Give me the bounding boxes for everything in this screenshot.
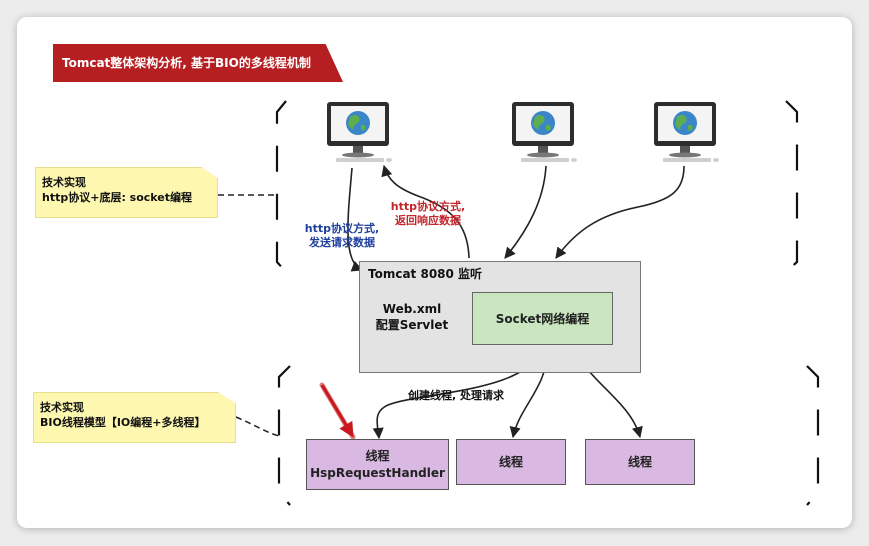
title-banner: Tomcat整体架构分析, 基于BIO的多线程机制 xyxy=(53,44,343,82)
response-label-line2: 返回响应数据 xyxy=(395,214,461,227)
webxml-label-line1: Web.xml xyxy=(382,302,442,316)
request-label-line2: 发送请求数据 xyxy=(309,236,375,249)
note-thread-model: 技术实现 BIO线程模型【IO编程+多线程】 xyxy=(33,392,236,443)
webxml-label: Web.xml 配置Servlet xyxy=(368,301,456,333)
response-label: http协议方式, 返回响应数据 xyxy=(382,200,474,228)
client-computer-icon-2 xyxy=(512,102,577,162)
thread-box-3: 线程 xyxy=(585,439,695,485)
client-computer-icon-1 xyxy=(327,102,392,162)
bracket-bottom-left xyxy=(277,365,291,506)
bracket-top-right xyxy=(785,100,799,273)
bracket-top-left xyxy=(275,100,287,273)
thread-handler-line1: 线程 xyxy=(365,448,390,463)
note-bottom-connector xyxy=(235,416,280,437)
note-protocol-line2: http协议+底层: socket编程 xyxy=(42,191,193,204)
request-label: http协议方式, 发送请求数据 xyxy=(296,222,388,250)
red-pointer-arrow xyxy=(319,382,356,440)
socket-box: Socket网络编程 xyxy=(472,292,613,345)
note-thread-model-line2: BIO线程模型【IO编程+多线程】 xyxy=(40,416,206,429)
response-label-line1: http协议方式, xyxy=(390,200,466,213)
thread-box-handler: 线程 HspRequestHandler xyxy=(306,439,449,490)
thread-3-label: 线程 xyxy=(627,454,652,469)
bracket-bottom-right xyxy=(806,365,820,506)
request-arrow xyxy=(347,167,364,272)
note-protocol-line1: 技术实现 xyxy=(42,176,86,189)
client2-arrow xyxy=(504,165,547,259)
note-protocol: 技术实现 http协议+底层: socket编程 xyxy=(35,167,218,218)
socket-label: Socket网络编程 xyxy=(495,312,590,326)
response-arrow xyxy=(381,164,470,259)
thread-2-label: 线程 xyxy=(498,454,523,469)
request-label-line1: http协议方式, xyxy=(304,222,380,235)
client-computer-icon-3 xyxy=(654,102,719,162)
thread-box-2: 线程 xyxy=(456,439,566,485)
webxml-label-line2: 配置Servlet xyxy=(375,318,449,332)
client3-arrow xyxy=(555,165,685,259)
tomcat-title: Tomcat 8080 监听 xyxy=(368,267,483,281)
note-thread-model-line1: 技术实现 xyxy=(40,401,84,414)
thread-handler-line2: HspRequestHandler xyxy=(310,465,445,480)
create-thread-label: 创建线程, 处理请求 xyxy=(408,389,505,402)
